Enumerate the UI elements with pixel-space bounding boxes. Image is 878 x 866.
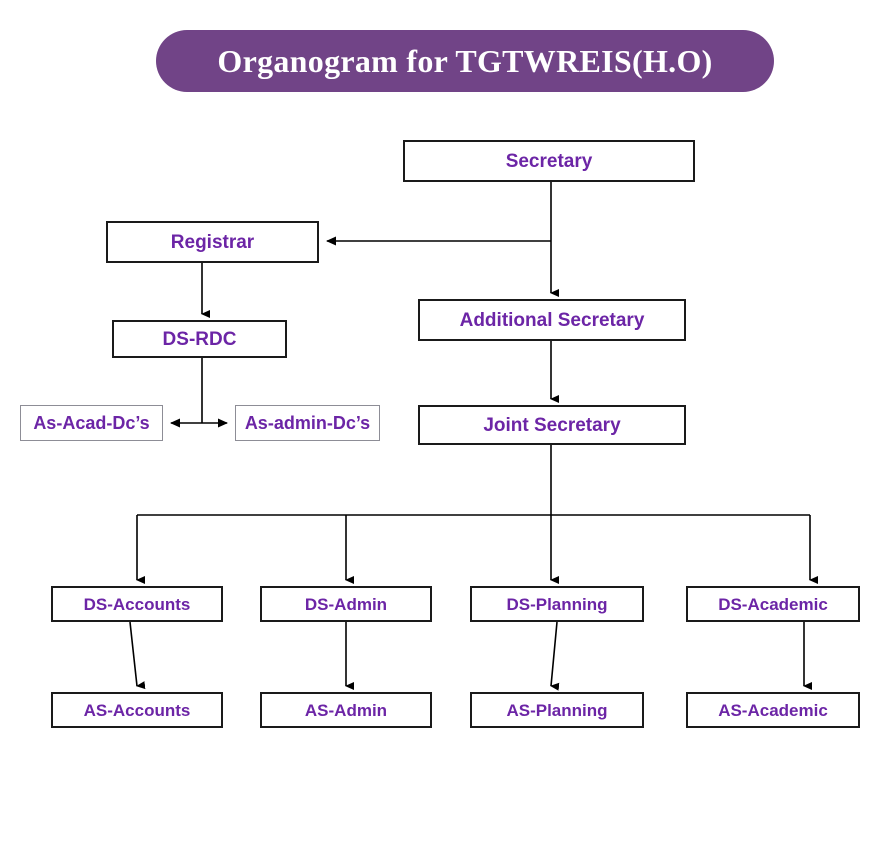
node-as-planning[interactable]: AS-Planning <box>470 692 644 728</box>
node-label: AS-Academic <box>718 700 828 720</box>
node-additional-secretary[interactable]: Additional Secretary <box>418 299 686 341</box>
wire-ds-accounts-to-as-accounts <box>129 621 146 690</box>
node-label: DS-Planning <box>506 594 608 614</box>
node-as-academic[interactable]: AS-Academic <box>686 692 860 728</box>
title-banner: Organogram for TGTWREIS(H.O) <box>156 30 774 92</box>
node-label: As-admin-Dc’s <box>244 413 371 433</box>
node-as-admin[interactable]: AS-Admin <box>260 692 432 728</box>
node-ds-accounts[interactable]: DS-Accounts <box>51 586 223 622</box>
wire-ds-planning-to-as-planning <box>550 621 560 691</box>
node-label: AS-Planning <box>506 700 608 720</box>
node-label: DS-Accounts <box>83 594 191 614</box>
page-title: Organogram for TGTWREIS(H.O) <box>217 42 713 79</box>
node-label: Additional Secretary <box>459 309 645 331</box>
node-label: DS-Admin <box>304 594 388 614</box>
node-label: Registrar <box>170 231 255 253</box>
node-label: Secretary <box>505 150 593 172</box>
node-label: AS-Admin <box>304 700 388 720</box>
node-label: DS-RDC <box>162 328 237 350</box>
node-joint-secretary[interactable]: Joint Secretary <box>418 405 686 445</box>
node-label: As-Acad-Dc’s <box>33 413 150 433</box>
node-as-accounts[interactable]: AS-Accounts <box>51 692 223 728</box>
node-ds-rdc[interactable]: DS-RDC <box>112 320 287 358</box>
node-label: AS-Accounts <box>83 700 191 720</box>
node-as-admin-dcs[interactable]: As-admin-Dc’s <box>235 405 380 441</box>
node-registrar[interactable]: Registrar <box>106 221 319 263</box>
node-ds-planning[interactable]: DS-Planning <box>470 586 644 622</box>
node-as-acad-dcs[interactable]: As-Acad-Dc’s <box>20 405 163 441</box>
node-ds-admin[interactable]: DS-Admin <box>260 586 432 622</box>
node-ds-academic[interactable]: DS-Academic <box>686 586 860 622</box>
node-label: Joint Secretary <box>483 414 621 436</box>
node-secretary[interactable]: Secretary <box>403 140 695 182</box>
node-label: DS-Academic <box>718 594 828 614</box>
